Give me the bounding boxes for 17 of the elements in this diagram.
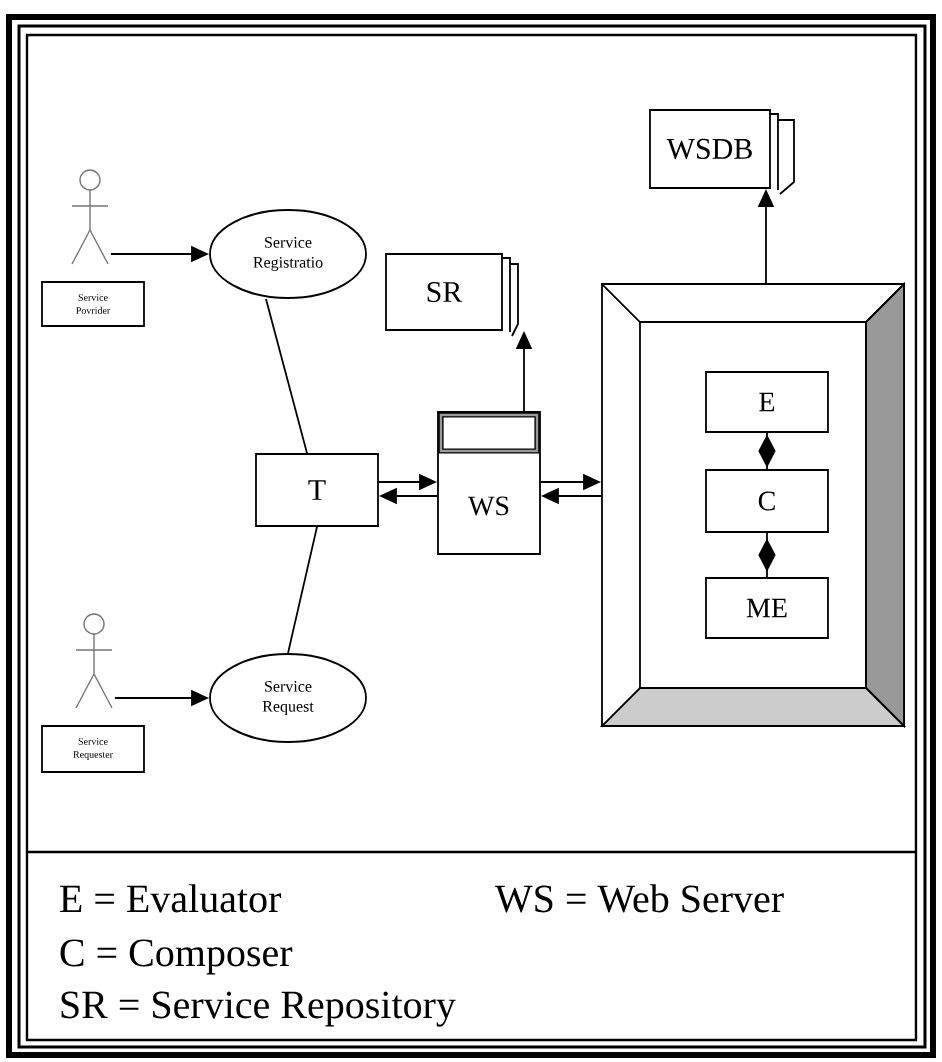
diamond-connector [758, 532, 776, 578]
document-stack: WSDB [649, 109, 795, 195]
server-box: WS [437, 411, 541, 555]
legend-text: E = Evaluator [60, 884, 282, 913]
legend-text: SR = Service Repository [61, 991, 456, 1027]
component-box: ME [705, 577, 829, 639]
process-box: T [255, 453, 379, 527]
component-box: E [705, 371, 829, 433]
document-stack: SR [385, 253, 519, 337]
connector-line [265, 298, 308, 454]
stick-figure [71, 169, 109, 265]
legend-text: C = Composer [60, 939, 293, 975]
component-box: C [705, 469, 829, 533]
stick-figure [75, 613, 113, 709]
legend-text: WS = Web Server [494, 884, 784, 913]
connector-line [287, 526, 318, 654]
diamond-connector [758, 432, 776, 470]
